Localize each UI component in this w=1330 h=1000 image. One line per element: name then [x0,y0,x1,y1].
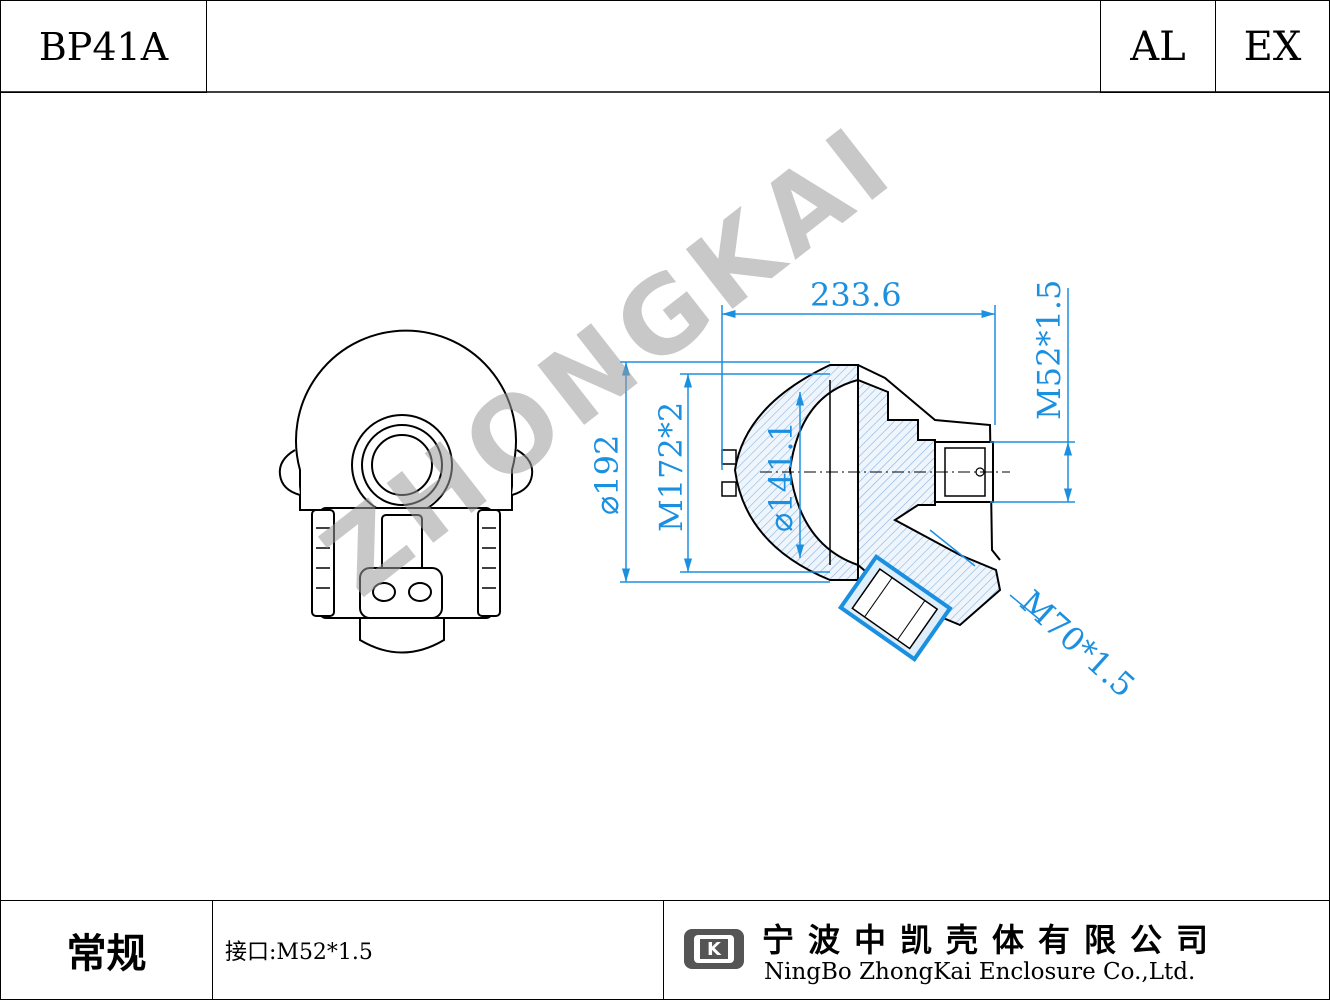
type-cell: 常规 [0,900,213,1000]
dim-dia-outer: ⌀192 [588,435,626,515]
dim-width: 233.6 [810,276,902,314]
dimension-lines [620,288,1075,621]
company-name-cn: 宁波中凯壳体有限公司 [762,921,1223,959]
dim-thread-bottom: M70*1.5 [1013,583,1143,705]
material-code: AL [1130,23,1186,70]
interface-spec: 接口:M52*1.5 [225,940,373,965]
enclosure-type: 常规 [66,931,147,977]
company-cell: K 宁波中凯壳体有限公司 NingBo ZhongKai Enclosure C… [663,900,1330,1000]
company-name-en: NingBo ZhongKai Enclosure Co.,Ltd. [764,959,1196,985]
model-number: BP41A [38,24,169,69]
rating-code: EX [1243,23,1302,70]
front-view [278,329,534,654]
dim-dia-inner: ⌀141.1 [762,421,800,532]
dim-thread-entry: M52*1.5 [1030,280,1068,420]
svg-text:K: K [707,939,722,960]
interface-cell: 接口:M52*1.5 [212,900,664,1000]
dim-thread-cover: M172*2 [652,402,690,532]
rating-cell: EX [1215,0,1330,93]
section-view [721,364,1010,662]
company-logo-icon: K [684,929,744,969]
